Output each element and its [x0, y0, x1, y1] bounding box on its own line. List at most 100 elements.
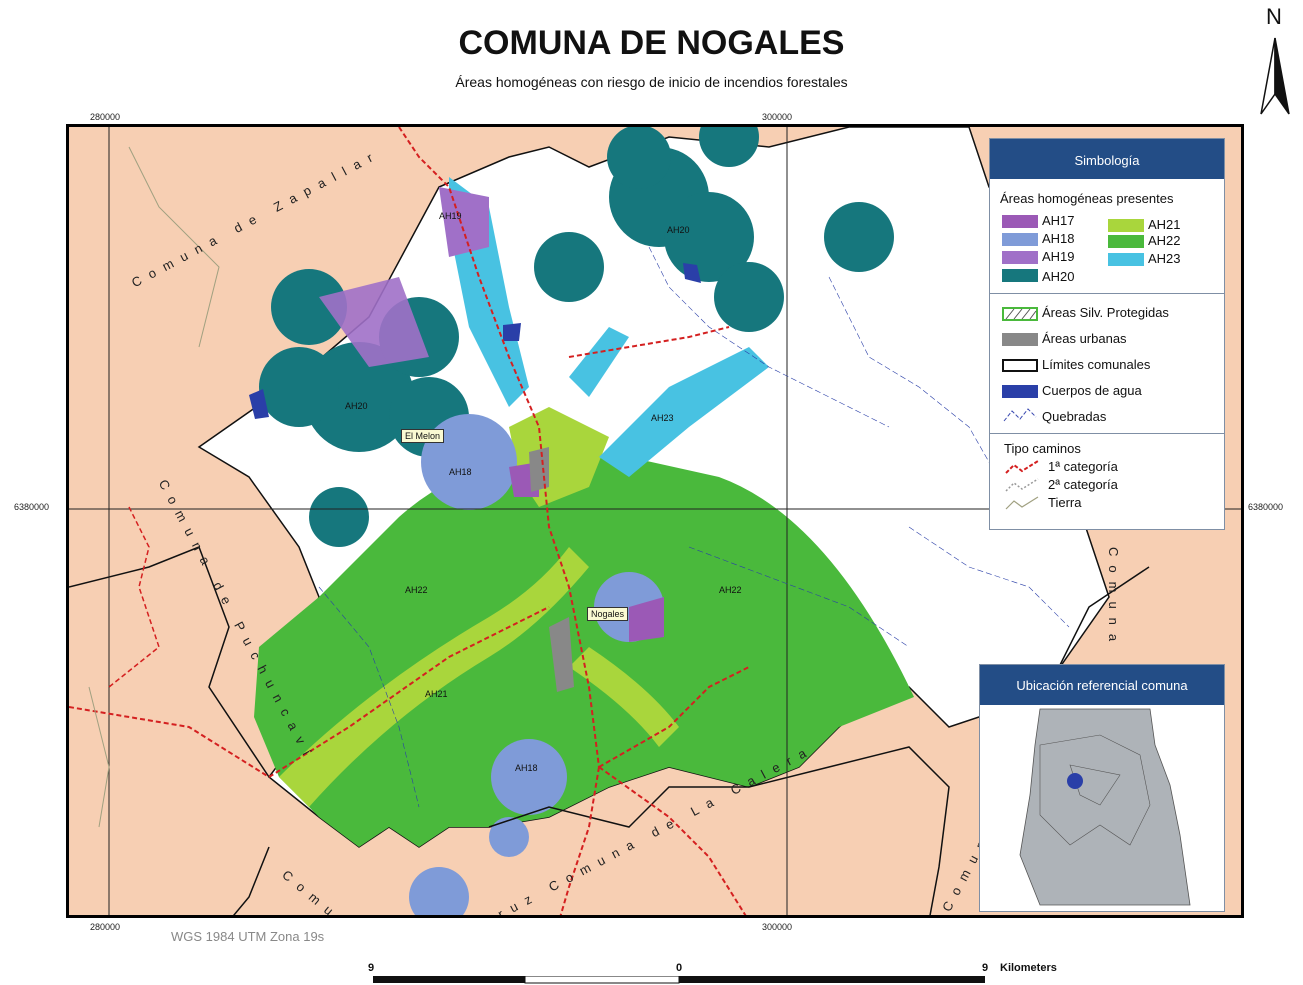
grid-y-tick-right: 6380000 [1248, 502, 1284, 512]
water-body [503, 323, 521, 341]
legend-swatch-ah19 [1002, 251, 1038, 264]
inset-panel: Ubicación referencial comuna [979, 664, 1225, 912]
road-primary-icon [1005, 460, 1039, 474]
commune-boundary [1048, 566, 1150, 688]
ah19-patch [439, 187, 489, 257]
area-label-ah20: AH20 [667, 225, 690, 235]
stream [648, 246, 890, 428]
place-nogales[interactable]: Nogales [587, 607, 629, 621]
place-el-melon[interactable]: El Melon [401, 429, 445, 443]
legend-header: Simbología [990, 139, 1224, 179]
map-subtitle: Áreas homogéneas con riesgo de inicio de… [455, 74, 848, 90]
ah19-patch [319, 277, 429, 367]
outline-box-icon [1002, 359, 1038, 372]
ah18-circle [421, 414, 517, 510]
legend-label-ah22: AH22 [1148, 233, 1181, 248]
ah20-circle [259, 347, 339, 427]
legend-label-protected: Áreas Silv. Protegidas [1042, 305, 1169, 320]
area-label-ah22: AH22 [719, 585, 742, 595]
legend-swatch-water [1002, 385, 1038, 398]
legend-label-water: Cuerpos de agua [1042, 383, 1142, 398]
scale-unit: Kilometers [1000, 962, 1057, 974]
inset-header: Ubicación referencial comuna [980, 665, 1224, 705]
legend-swatch-ah17 [1002, 215, 1038, 228]
stream [908, 526, 1070, 628]
stream [828, 276, 1010, 498]
legend-label-ah21: AH21 [1148, 217, 1181, 232]
ah20-circle [714, 262, 784, 332]
road-dirt [88, 686, 110, 828]
area-label-ah20: AH20 [345, 401, 368, 411]
ah17-patch [629, 597, 664, 642]
road-dirt [128, 146, 220, 348]
legend-label-boundary: Límites comunales [1042, 357, 1151, 372]
north-label: N [1266, 4, 1282, 29]
road-primary [568, 326, 730, 358]
grid-y-tick-left: 6380000 [14, 502, 50, 512]
stream [318, 586, 420, 808]
commune-boundary [488, 746, 950, 915]
ah20-circle [271, 269, 347, 345]
road-primary [69, 606, 550, 779]
stream-line-icon [1003, 408, 1037, 422]
area-label-ah23: AH23 [651, 413, 674, 423]
water-body [249, 389, 269, 419]
legend-swatch-ah18 [1002, 233, 1038, 246]
inset-map [1019, 708, 1191, 906]
commune-location-marker [1067, 773, 1083, 789]
legend-label-road-2: 2ª categoría [1048, 477, 1118, 492]
legend-label-ah19: AH19 [1042, 249, 1075, 264]
ah20-circle [534, 232, 604, 302]
area-label-ah18: AH18 [515, 763, 538, 773]
legend-label-ah23: AH23 [1148, 251, 1181, 266]
scale-bar [373, 976, 985, 984]
grid-x-tick-left-top: 280000 [90, 112, 121, 122]
legend-roads-title: Tipo caminos [1004, 441, 1081, 456]
legend-areas-title: Áreas homogéneas presentes [1000, 191, 1174, 206]
road-primary [108, 506, 160, 688]
ah20-circle [309, 487, 369, 547]
road-primary [398, 127, 600, 768]
ah21-arm [569, 647, 679, 747]
ah20-circle [824, 202, 894, 272]
ah18-circle [491, 739, 567, 815]
legend-label-ah18: AH18 [1042, 231, 1075, 246]
ah20-circle [664, 192, 754, 282]
scale-label-mid: 0 [676, 962, 683, 974]
ah20-circle [699, 127, 759, 167]
legend-panel: Simbología Áreas homogéneas presentes AH… [989, 138, 1225, 530]
area-label-ah18: AH18 [449, 467, 472, 477]
grid-x-tick-right-bottom: 300000 [762, 922, 793, 932]
legend-swatch-ah23 [1108, 253, 1144, 266]
legend-label-ah17: AH17 [1042, 213, 1075, 228]
area-label-ah21: AH21 [425, 689, 448, 699]
scale-label-left: 9 [368, 962, 375, 974]
legend-label-road-1: 1ª categoría [1048, 459, 1118, 474]
legend-label-urban: Áreas urbanas [1042, 331, 1127, 346]
urban-area [529, 447, 549, 492]
map-title: COMUNA DE NOGALES [458, 24, 845, 62]
area-label-ah19: AH19 [439, 211, 462, 221]
legend-label-streams: Quebradas [1042, 409, 1107, 424]
legend-swatch-ah22 [1108, 235, 1144, 248]
projection-label: WGS 1984 UTM Zona 19s [171, 929, 325, 944]
commune-boundary [233, 846, 270, 915]
commune-boundary [69, 546, 270, 778]
water-body [683, 263, 701, 283]
road-dirt-icon [1005, 496, 1039, 510]
urban-area [549, 617, 574, 692]
legend-swatch-urban [1002, 333, 1038, 346]
grid-x-tick-right-top: 300000 [762, 112, 793, 122]
stream [688, 546, 910, 648]
ah22-zone [254, 453, 914, 847]
area-label-ah22: AH22 [405, 585, 428, 595]
ah23-strip [599, 347, 769, 477]
map-layers [69, 127, 1241, 915]
scale-label-right: 9 [982, 962, 989, 974]
north-arrow-icon [1260, 37, 1290, 115]
road-primary [598, 666, 750, 768]
legend-swatch-ah21 [1108, 219, 1144, 232]
grid-x-tick-left-bottom: 280000 [90, 922, 121, 932]
legend-label-road-dirt: Tierra [1048, 495, 1082, 510]
neighbor-label-comuna-east: Comuna [1106, 547, 1121, 651]
